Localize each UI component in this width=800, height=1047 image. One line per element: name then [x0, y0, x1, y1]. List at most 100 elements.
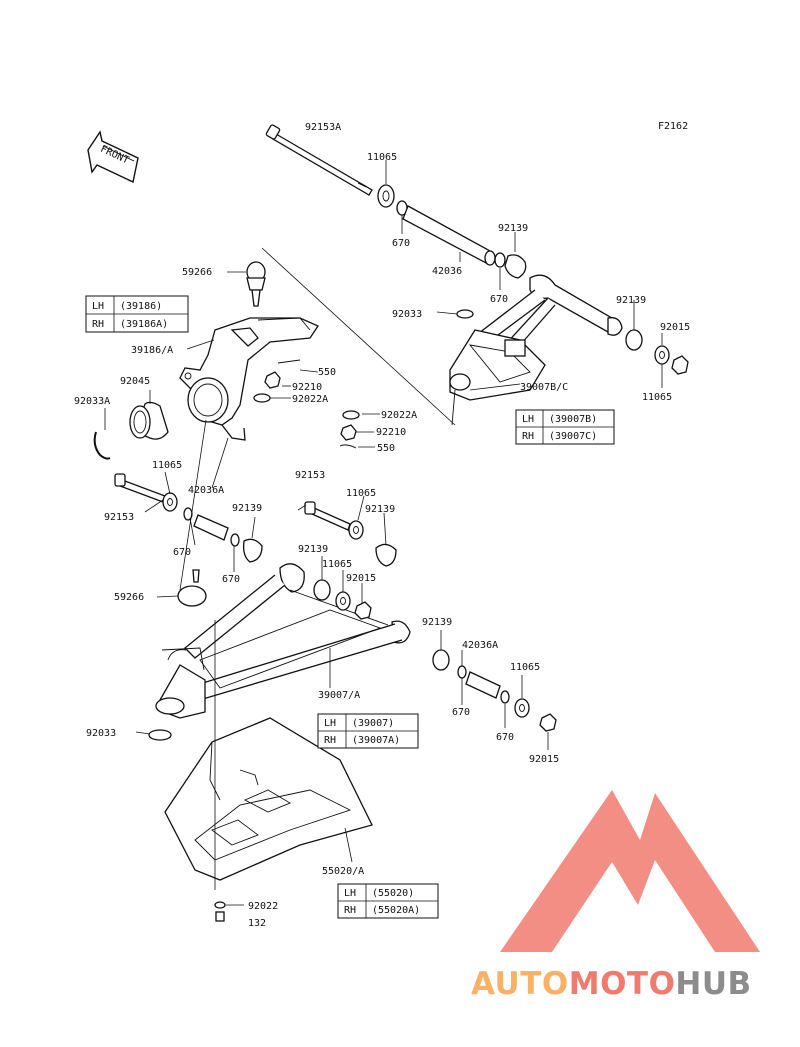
- label-11065: 11065: [322, 559, 352, 570]
- label-92139: 92139: [365, 504, 395, 515]
- bushing-92139-upper-a: [504, 254, 527, 279]
- svg-text:(55020): (55020): [372, 888, 414, 899]
- svg-text:LH: LH: [344, 888, 356, 899]
- sleeve-42036: [402, 205, 493, 265]
- seal-670-lower-d: [500, 690, 510, 704]
- lower-arm-39007: [155, 563, 411, 719]
- lower-bolt-92153-left: [114, 473, 166, 503]
- label-550: 550: [318, 367, 336, 378]
- seal-670-lower-c: [457, 665, 467, 679]
- label-92022A: 92022A: [381, 410, 417, 421]
- label-550: 550: [377, 443, 395, 454]
- label-59266: 59266: [182, 267, 212, 278]
- label-39007A: 39007/A: [318, 690, 360, 701]
- bushing-92139-lower-a: [242, 538, 263, 563]
- label-132: 132: [248, 918, 266, 929]
- sleeve-42036A-a: [193, 514, 229, 541]
- washer-11065-lower-c: [335, 591, 351, 611]
- label-92210: 92210: [292, 382, 322, 393]
- label-11065: 11065: [152, 460, 182, 471]
- nut-92015-lower-b: [539, 713, 557, 732]
- label-11065: 11065: [346, 488, 376, 499]
- bushing-92139-upper-b: [625, 329, 643, 351]
- nut-92210-a: [264, 371, 281, 389]
- front-direction-arrow-icon: FRONT: [87, 130, 139, 184]
- label-92153: 92153: [104, 512, 134, 523]
- label-92210: 92210: [376, 427, 406, 438]
- svg-text:LH: LH: [92, 301, 104, 312]
- knuckle-39186: [179, 317, 319, 441]
- bushing-92139-lower-c: [313, 579, 331, 601]
- nut-92015-lower-a: [354, 601, 372, 620]
- label-670: 670: [496, 732, 514, 743]
- collar-92033-lower: [148, 729, 172, 741]
- part-labels: F2162 92153A 11065 670 42036 92139 670 9…: [74, 121, 690, 929]
- label-92139: 92139: [422, 617, 452, 628]
- svg-text:(39007): (39007): [352, 718, 394, 729]
- label-92015: 92015: [660, 322, 690, 333]
- label-42036A: 42036A: [462, 640, 498, 651]
- label-92022: 92022: [248, 901, 278, 912]
- label-42036: 42036: [432, 266, 462, 277]
- lower-bolt-92153-right: [304, 501, 351, 531]
- svg-text:RH: RH: [324, 735, 336, 746]
- svg-text:LH: LH: [522, 414, 534, 425]
- svg-text:(39007B): (39007B): [549, 414, 597, 425]
- label-11065: 11065: [367, 152, 397, 163]
- leader-lines: [104, 160, 663, 906]
- table-lower-arm: LH (39007) RH (39007A): [317, 713, 419, 749]
- washer-92022A-b: [342, 410, 360, 420]
- svg-text:RH: RH: [92, 319, 104, 330]
- label-39007BC: 39007B/C: [520, 382, 568, 393]
- label-92033A: 92033A: [74, 396, 110, 407]
- sleeve-42036A-b: [465, 671, 501, 699]
- svg-text:(39186): (39186): [120, 301, 162, 312]
- svg-text:RH: RH: [522, 431, 534, 442]
- svg-text:LH: LH: [324, 718, 336, 729]
- bolt-92022-132: [214, 901, 226, 922]
- washer-11065-upper-b: [654, 345, 670, 365]
- label-92033: 92033: [392, 309, 422, 320]
- label-670: 670: [173, 547, 191, 558]
- label-92139: 92139: [298, 544, 328, 555]
- diagram-code: F2162: [658, 121, 688, 132]
- table-upper-arm: LH (39007B) RH (39007C): [515, 409, 615, 445]
- label-670: 670: [392, 238, 410, 249]
- svg-text:(39007A): (39007A): [352, 735, 400, 746]
- nut-92210-b: [340, 424, 357, 441]
- label-92153: 92153: [295, 470, 325, 481]
- label-59266: 59266: [114, 592, 144, 603]
- washer-11065-lower-a: [162, 492, 178, 512]
- upper-pivot-bolt: [265, 124, 373, 196]
- label-55020A: 55020/A: [322, 866, 364, 877]
- upper-arm-39007: [449, 274, 623, 426]
- watermark-text: AUTOMOTOHUB: [471, 966, 752, 1002]
- cotter-pin-550-a: [277, 359, 301, 364]
- ball-joint-59266-upper: [246, 261, 266, 307]
- label-92015: 92015: [529, 754, 559, 765]
- label-11065: 11065: [510, 662, 540, 673]
- svg-text:(39186A): (39186A): [120, 319, 168, 330]
- svg-text:(55020A): (55020A): [372, 905, 420, 916]
- label-670: 670: [222, 574, 240, 585]
- label-92139: 92139: [498, 223, 528, 234]
- seal-670-upper-b: [494, 252, 506, 268]
- svg-text:RH: RH: [344, 905, 356, 916]
- washer-11065-upper: [377, 184, 395, 208]
- wheel-bearing-92045: [129, 401, 169, 440]
- label-92139: 92139: [232, 503, 262, 514]
- label-92045: 92045: [120, 376, 150, 387]
- collar-92033-upper: [456, 309, 474, 319]
- table-knuckle: LH (39186) RH (39186A): [85, 295, 189, 333]
- bushing-92139-lower-d: [432, 649, 450, 671]
- cotter-pin-550-b: [339, 444, 357, 449]
- label-42036A: 42036A: [188, 485, 224, 496]
- label-670: 670: [452, 707, 470, 718]
- circlip-92033A: [93, 431, 111, 460]
- label-92015: 92015: [346, 573, 376, 584]
- label-11065: 11065: [642, 392, 672, 403]
- label-92022A: 92022A: [292, 394, 328, 405]
- label-92139: 92139: [616, 295, 646, 306]
